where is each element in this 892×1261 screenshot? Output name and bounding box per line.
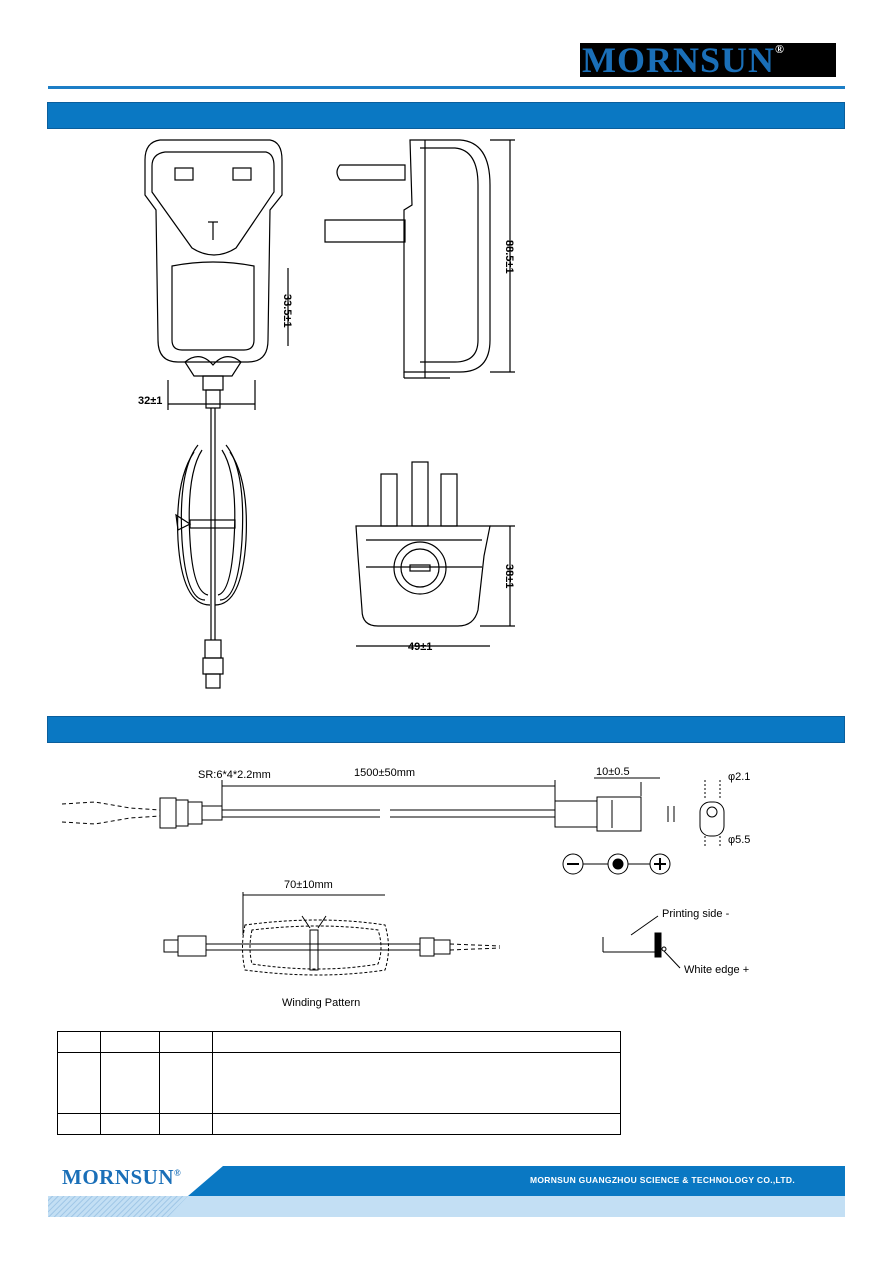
white-edge-label: White edge + — [684, 964, 749, 976]
winding-caption: Winding Pattern — [282, 997, 360, 1009]
registered-mark: ® — [775, 43, 785, 56]
footer-company-name: MORNSUN GUANGZHOU SCIENCE & TECHNOLOGY C… — [530, 1175, 796, 1185]
footer-logo-text: MORNSUN — [62, 1165, 174, 1189]
inner-diameter-label: φ2.1 — [728, 771, 750, 783]
table-row — [57, 1113, 621, 1135]
dim-width-front: 32±1 — [138, 395, 162, 407]
printing-side-label: Printing side - — [662, 908, 730, 920]
plug-length-label: 10±0.5 — [596, 766, 630, 778]
footer-light-band — [48, 1196, 845, 1217]
header-rule — [48, 86, 845, 89]
section-bar-cable — [47, 716, 845, 743]
footer-registered-mark: ® — [174, 1168, 182, 1178]
dim-width-bottom: 49±1 — [408, 641, 432, 653]
dim-height-side: 88.5±1 — [503, 240, 515, 274]
logo-text: MORNSUN — [582, 43, 775, 77]
table-row — [57, 1052, 621, 1114]
spec-table — [57, 1031, 621, 1135]
outer-diameter-label: φ5.5 — [728, 834, 750, 846]
section-bar-dimensions — [47, 102, 845, 129]
footer-logo: MORNSUN® — [62, 1165, 181, 1190]
table-row — [57, 1031, 621, 1053]
footer-corner-graphic — [48, 1166, 223, 1217]
winding-length-label: 70±10mm — [284, 879, 333, 891]
dim-depth-bottom: 38±1 — [503, 564, 515, 588]
dim-height-body: 33.5±1 — [281, 294, 293, 328]
header-logo: MORNSUN® — [580, 43, 836, 77]
cable-length-label: 1500±50mm — [354, 767, 415, 779]
strain-relief-label: SR:6*4*2.2mm — [198, 769, 271, 781]
